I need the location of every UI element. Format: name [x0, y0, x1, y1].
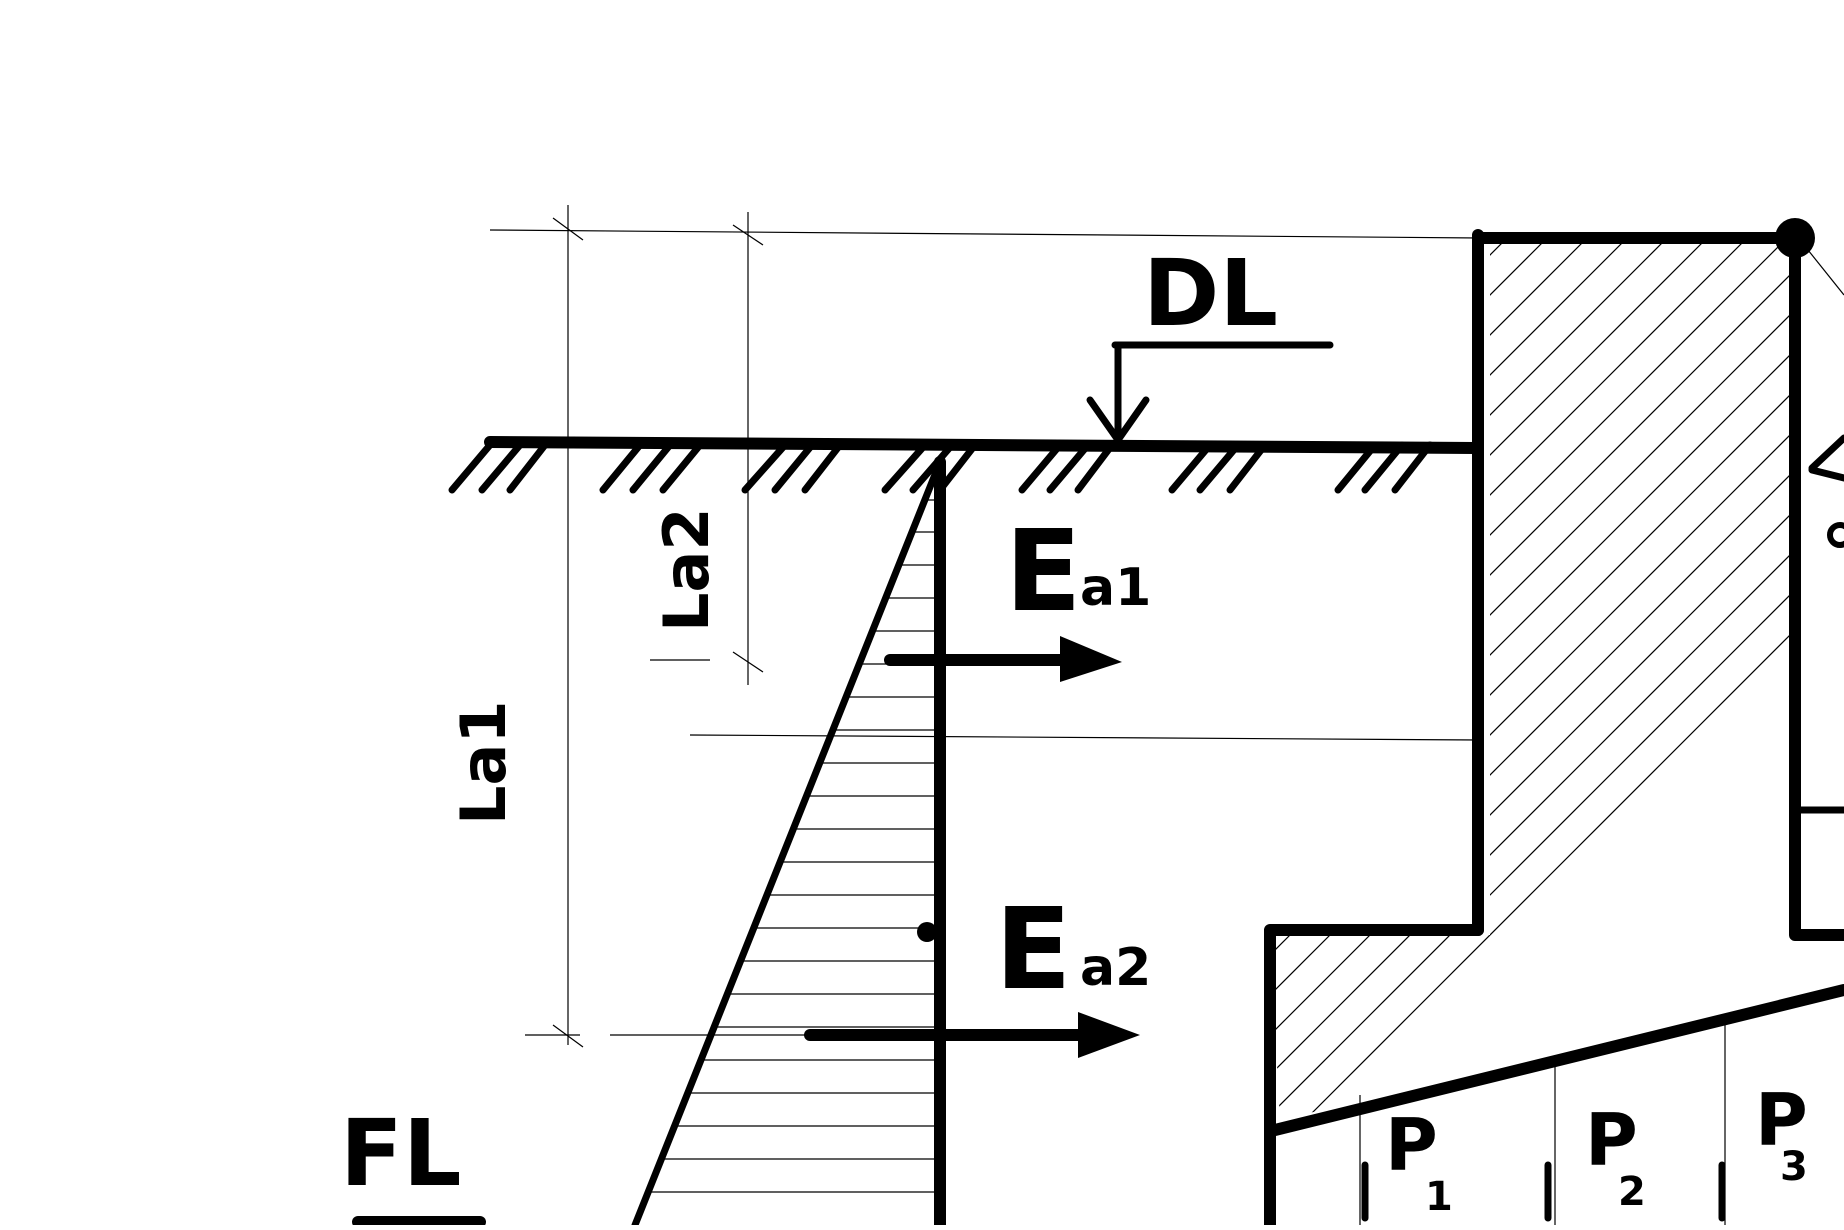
- design-level-marker: [1086, 341, 1334, 444]
- load-label-p3: P 3: [1755, 1078, 1808, 1190]
- load-label-p2: P 2: [1585, 1098, 1646, 1215]
- design-level-label: DL: [1143, 240, 1278, 347]
- svg-text:a2: a2: [1080, 938, 1151, 998]
- force-arrow-ea2: [804, 1012, 1140, 1058]
- load-label-p1: P 1: [1385, 1103, 1453, 1220]
- ground-surface: [448, 436, 1481, 494]
- bearing-divisions: [1359, 1015, 1726, 1225]
- svg-text:a1: a1: [1080, 558, 1151, 618]
- svg-text:2: 2: [1618, 1169, 1646, 1215]
- svg-text:P: P: [1755, 1078, 1808, 1162]
- lever-arm-label-2: La2: [650, 508, 723, 632]
- force-label-ea1: E a1: [1005, 507, 1151, 637]
- svg-text:P: P: [1585, 1098, 1638, 1182]
- pressure-diagram: [631, 456, 946, 1230]
- svg-text:1: 1: [1425, 1174, 1453, 1220]
- lever-arm-label-1: La1: [447, 701, 520, 825]
- force-label-ea2: E a2: [995, 885, 1151, 1015]
- svg-text:P: P: [1385, 1103, 1438, 1187]
- force-arrow-ea1: [884, 636, 1122, 682]
- svg-text:E: E: [995, 885, 1072, 1015]
- svg-text:E: E: [1005, 507, 1082, 637]
- svg-text:3: 3: [1780, 1144, 1808, 1190]
- svg-text:La1: La1: [447, 701, 520, 825]
- svg-text:La2: La2: [650, 508, 723, 632]
- retaining-wall: [1264, 218, 1844, 1230]
- formation-level-label: FL: [340, 1100, 461, 1207]
